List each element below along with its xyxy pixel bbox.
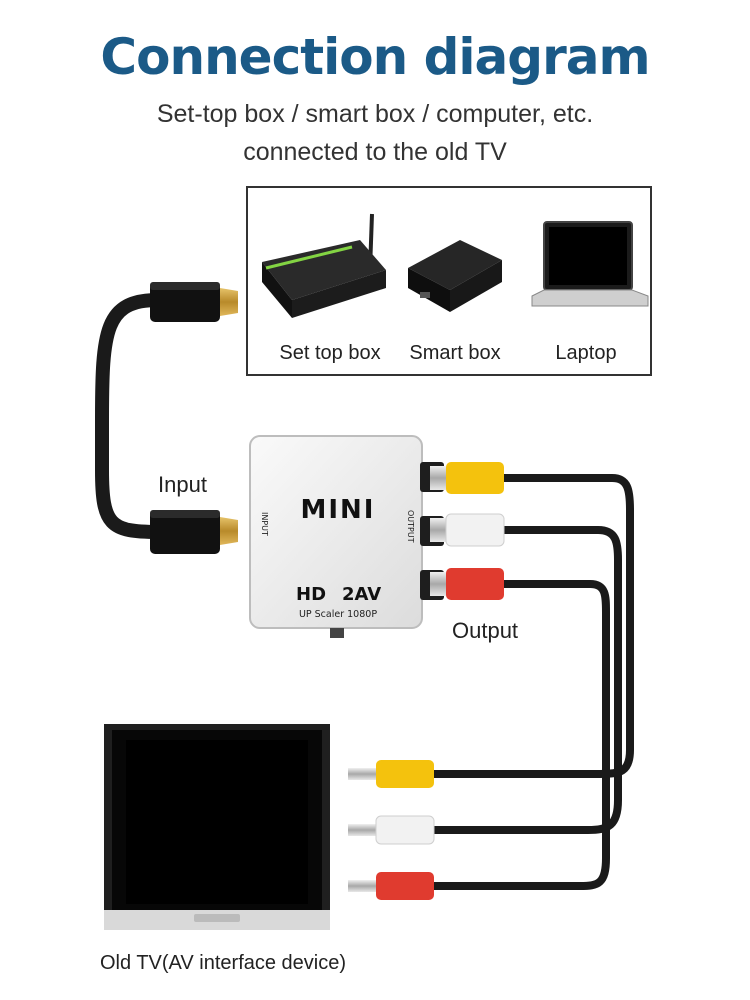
source-devices-box (246, 186, 652, 376)
label-laptop: Laptop (555, 342, 617, 364)
hdmi-cable (95, 293, 165, 539)
page-title: Connection diagram (100, 28, 650, 86)
set-top-box-icon (262, 213, 386, 318)
rca-plug-red-bottom (348, 872, 434, 900)
label-input: Input (158, 472, 207, 497)
converter-side-input: INPUT (260, 512, 269, 536)
cable-white (432, 526, 622, 834)
subtitle-line-1: Set-top box / smart box / computer, etc. (156, 100, 594, 128)
rca-plug-white-top (430, 513, 505, 547)
rca-plug-yellow-top (430, 462, 504, 494)
converter-model-av: 2AV (342, 584, 381, 605)
converter-model-hd: HD (296, 584, 326, 605)
converter-subline: UP Scaler 1080P (299, 609, 377, 620)
label-smart-box: Smart box (409, 342, 501, 364)
converter-side-output: OUTPUT (406, 510, 415, 543)
label-output: Output (452, 618, 519, 643)
hdmi-connector-top (150, 282, 238, 322)
rca-plug-yellow-bottom (348, 760, 434, 788)
old-tv-icon (104, 724, 330, 930)
subtitle-line-2: connected to the old TV (243, 138, 507, 166)
cable-yellow (432, 474, 634, 778)
rca-plug-white-bottom (348, 815, 435, 845)
cable-red (432, 580, 610, 890)
label-old-tv: Old TV(AV interface device) (100, 952, 347, 974)
label-set-top-box: Set top box (279, 342, 381, 364)
smart-box-icon (408, 240, 502, 312)
converter-brand: MINI (301, 495, 376, 525)
laptop-icon (531, 221, 649, 307)
rca-plug-red-top (430, 568, 504, 600)
hdmi-connector-bottom (150, 510, 238, 554)
